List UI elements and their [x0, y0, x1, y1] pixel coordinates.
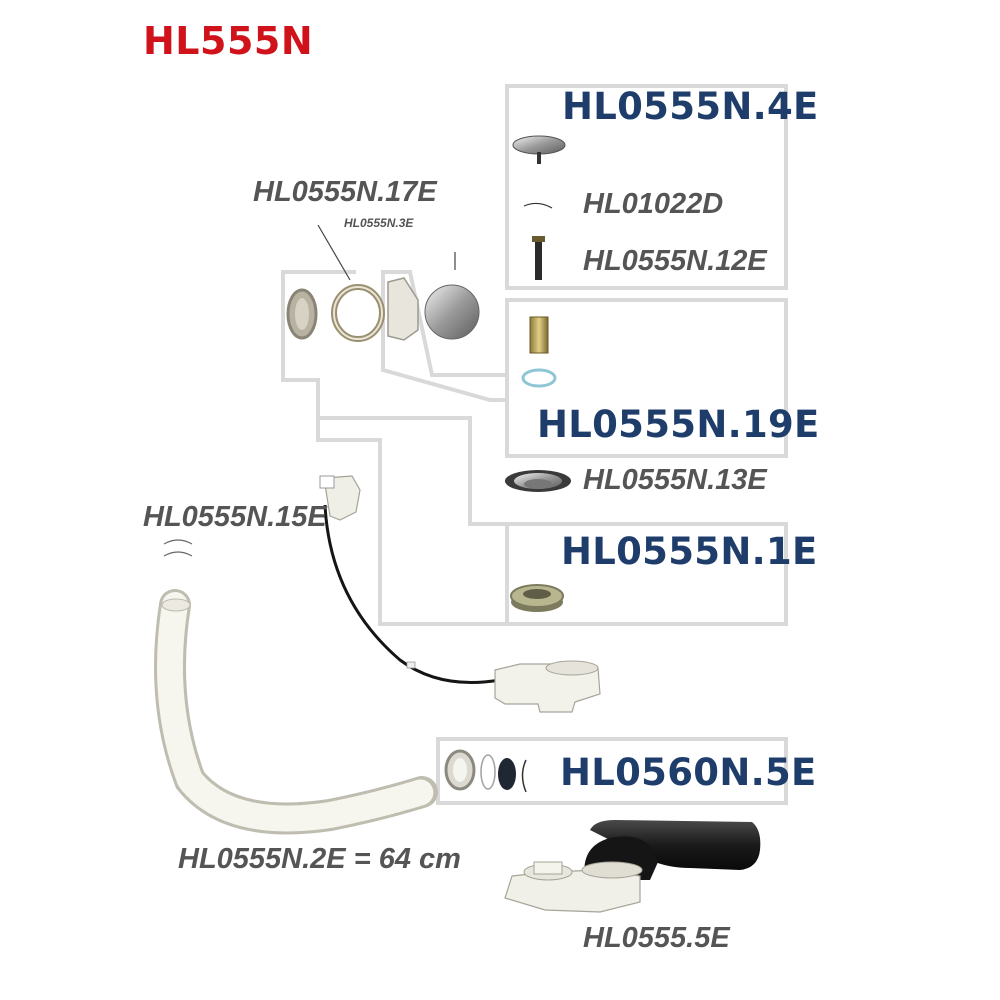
- part-1022d-label: HL01022D: [583, 188, 724, 220]
- part-12e-label: HL0555N.12E: [583, 245, 767, 277]
- o-ring-part: [521, 368, 557, 388]
- box-4e-parts: [512, 135, 566, 280]
- chrome-flange-part: [505, 470, 571, 492]
- box-1e-code: HL0555N.1E: [561, 530, 818, 573]
- pop-up-plug-part: [512, 135, 566, 155]
- spring-clip-part: [523, 202, 553, 209]
- part-2e-label: HL0555N.2E = 64 cm: [178, 843, 461, 875]
- box-4e-code: HL0555N.4E: [562, 85, 819, 128]
- connector-middle: [316, 380, 507, 526]
- box-19e-code: HL0555N.19E: [537, 403, 820, 446]
- overflow-cap-part: [424, 284, 480, 340]
- threaded-rod-part: [535, 236, 542, 280]
- box-5e-parts: [444, 749, 527, 793]
- box-19e-parts: [521, 316, 557, 388]
- cable-assembly-part: [319, 475, 601, 713]
- part-17e-label: HL0555N.17E: [253, 176, 437, 208]
- drain-assembly-parts: [286, 277, 480, 342]
- frame-box-1e: [505, 522, 788, 626]
- part-13e-label: HL0555N.13E: [583, 464, 767, 496]
- bowden-cable: [323, 504, 501, 684]
- frame-box-5e: [436, 737, 788, 805]
- part-5e-label: HL0555.5E: [583, 922, 730, 954]
- rubber-gasket-part: [510, 584, 564, 612]
- part-3e-label: HL0555N.3E: [344, 216, 414, 230]
- brass-bolt-part: [529, 316, 549, 354]
- pointer-lines: [317, 224, 456, 281]
- box-frames: [281, 84, 788, 805]
- frame-box-19e: [505, 298, 788, 458]
- cable-clips-part: [163, 539, 193, 557]
- flexible-hose-part: [154, 589, 438, 835]
- bath-trap-part: [504, 820, 761, 913]
- box-5e-code: HL0560N.5E: [560, 751, 817, 794]
- frame-box-4e: [505, 84, 788, 290]
- part-15e-label: HL0555N.15E: [143, 501, 327, 533]
- page-title: HL555N: [143, 19, 314, 63]
- flange-part: [387, 277, 419, 341]
- connector-inner: [381, 270, 507, 402]
